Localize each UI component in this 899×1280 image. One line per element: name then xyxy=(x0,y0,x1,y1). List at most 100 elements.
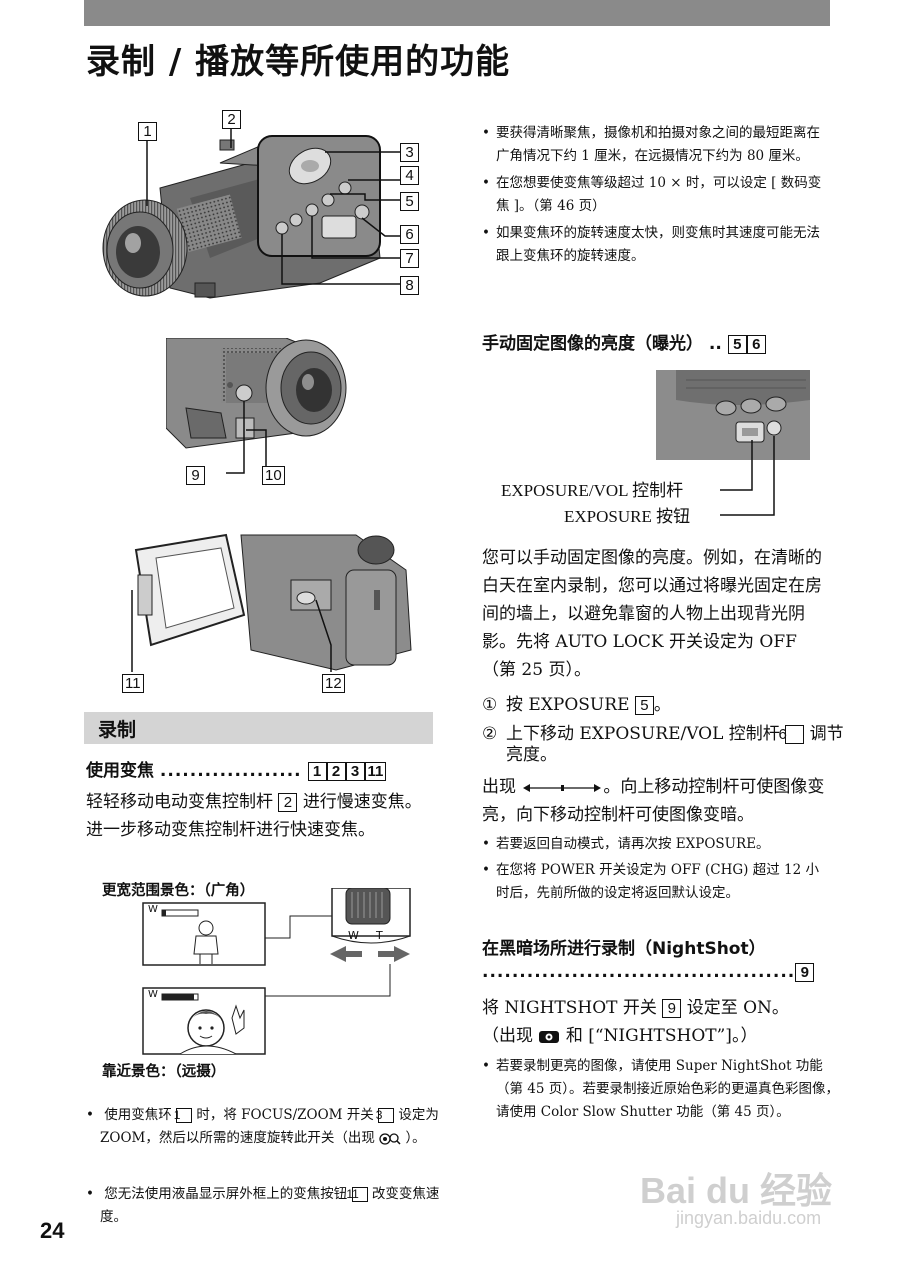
nightshot-dots: ........................................… xyxy=(482,962,796,982)
focus-zoom-ring-icon xyxy=(379,1132,401,1145)
zoom-bullet2-ref: 11 xyxy=(346,1187,368,1202)
section-bar-record: 录制 xyxy=(84,712,433,744)
exposure-button-label: EXPOSURE 按钮 xyxy=(564,507,691,526)
nightshot-ref: 9 xyxy=(795,962,815,982)
right-bullet-2: 在您想要使变焦等级超过 10 × 时，可以设定 [ 数码变焦 ]。（第 46 页… xyxy=(482,172,830,218)
zoom-bullet2-a: 您无法使用液晶显示屏外框上的变焦按钮 xyxy=(104,1186,348,1202)
zoom-bullet2-b: 改变变焦速度。 xyxy=(100,1186,440,1225)
zoom-bullet1-d: ）。 xyxy=(405,1130,426,1146)
zoom-ref-2: 2 xyxy=(326,761,346,781)
wide-w-label: W xyxy=(148,904,158,915)
callout-2: 2 xyxy=(222,110,241,129)
appear-prefix: 出现 xyxy=(482,777,516,797)
callout-9: 9 xyxy=(186,466,205,485)
zoom-para-text-a: 轻轻移动电动变焦控制杆 xyxy=(86,792,273,812)
step2-text: 上下移动 EXPOSURE/VOL 控制杆 xyxy=(506,724,780,744)
figure3-leader-lines xyxy=(131,590,332,672)
figure-camcorder-lcd xyxy=(126,530,422,680)
nightshot-line1-a: 将 NIGHTSHOT 开关 xyxy=(482,998,657,1018)
callout-1: 1 xyxy=(138,122,157,141)
exposure-bullet-1: 若要返回自动模式，请再次按 EXPOSURE。 xyxy=(482,833,830,856)
callout-8: 8 xyxy=(400,276,419,295)
step2-tail: 调节亮度。 xyxy=(506,724,844,765)
page-title: 录制 / 播放等所使用的功能 xyxy=(86,42,511,82)
right-bullet-1: 要获得清晰聚焦，摄像机和拍摄对象之间的最短距离在广角情况下约 1 厘米，在远摄情… xyxy=(482,122,830,168)
exposure-ref-6: 6 xyxy=(746,334,766,354)
zoom-para-ref: 2 xyxy=(278,793,298,812)
camcorder-front-illustration xyxy=(102,135,381,299)
callout-6: 6 xyxy=(400,225,419,244)
figure2-leader-lines xyxy=(226,401,267,474)
zoom-diagram-graphic xyxy=(142,887,411,1055)
zoom-bullet1-ref1: 1 xyxy=(174,1108,193,1123)
figure-camcorder-front xyxy=(100,108,430,308)
callout-12: 12 xyxy=(322,674,345,693)
zoom-para-text-b: 进行慢速变焦。进一步移动变焦控制杆进行快速变焦。 xyxy=(86,792,422,840)
step2-ref: 6 xyxy=(779,725,805,744)
nightshot-line2-b: 和 [“NIGHTSHOT”]。） xyxy=(565,1026,758,1046)
step2-number: ② xyxy=(482,724,498,744)
right-top-bullets: 要获得清晰聚焦，摄像机和拍摄对象之间的最短距离在广角情况下约 1 厘米，在远摄情… xyxy=(482,122,830,268)
step1-text: 按 EXPOSURE xyxy=(506,695,630,715)
callout-4: 4 xyxy=(400,166,419,185)
nightshot-line1-b: 设定至 ON。 xyxy=(686,998,789,1018)
tele-w-label: W xyxy=(148,989,158,1000)
step1-end: 。 xyxy=(653,695,671,715)
nightshot-dots-row: ........................................… xyxy=(482,962,815,982)
step1-number: ① xyxy=(482,695,498,715)
exposure-step-2: ② 上下移动 EXPOSURE/VOL 控制杆 6 调节亮度。 xyxy=(482,724,854,766)
exposure-heading-text: 手动固定图像的亮度（曝光） xyxy=(482,334,703,354)
zoom-bullet-1: 使用变焦环 1 时，将 FOCUS/ZOOM 开关 3 设定为 ZOOM，然后以… xyxy=(86,1104,448,1150)
exposure-step-1: ① 按 EXPOSURE 5。 xyxy=(482,691,830,719)
baidu-watermark-url: jingyan.baidu.com xyxy=(676,1208,822,1228)
zoom-bullet1-a: 使用变焦环 xyxy=(104,1107,172,1123)
lever-t-label: T xyxy=(376,929,383,942)
zoom-ref-3: 3 xyxy=(345,761,365,781)
baidu-watermark-logo: Bai du 经验 xyxy=(640,1170,833,1211)
zoom-ref-1: 1 xyxy=(307,761,327,781)
section-title-record: 录制 xyxy=(98,719,137,741)
callout-3: 3 xyxy=(400,143,419,162)
lever-w-label: W xyxy=(348,929,359,942)
figure1-leader-lines xyxy=(146,128,400,285)
camcorder-lcd-illustration xyxy=(134,533,412,671)
exposure-controls-illustration xyxy=(653,370,810,516)
exposure-lever-label: EXPOSURE/VOL 控制杆 xyxy=(501,481,684,500)
exposure-figure xyxy=(653,370,830,530)
callout-11: 11 xyxy=(122,674,144,693)
nightshot-bullet: 若要录制更亮的图像，请使用 Super NightShot 功能（第 45 页）… xyxy=(482,1055,844,1124)
zoom-ref-11: 11 xyxy=(364,761,387,781)
tele-label: 靠近景色：（远摄） xyxy=(102,1064,226,1080)
exposure-bullets: 若要返回自动模式，请再次按 EXPOSURE。 在您将 POWER 开关设定为 … xyxy=(482,833,830,905)
zoom-diagram xyxy=(140,887,430,1058)
zoom-bullet1-c: 设定为 ZOOM，然后以所需的速度旋转此开关（出现 xyxy=(100,1107,439,1146)
exposure-ref-5: 5 xyxy=(727,334,747,354)
exposure-heading-dots: .. xyxy=(708,334,722,354)
zoom-bullet-2: 您无法使用液晶显示屏外框上的变焦按钮 11 改变变焦速度。 xyxy=(86,1183,448,1229)
exposure-bullet-2: 在您将 POWER 开关设定为 OFF (CHG) 超过 12 小时后，先前所做… xyxy=(482,859,830,905)
exposure-intro: 您可以手动固定图像的亮度。例如，在清晰的白天在室内录制，您可以通过将曝光固定在房… xyxy=(482,548,822,680)
appear-text: 。向上移动控制杆可使图像变亮，向下移动控制杆可使图像变暗。 xyxy=(482,777,825,825)
nightshot-heading: 在黑暗场所进行录制（NightShot） xyxy=(482,939,766,959)
exposure-slider-icon xyxy=(523,783,602,792)
page-number: 24 xyxy=(40,1218,65,1243)
callout-7: 7 xyxy=(400,249,419,268)
header-bar xyxy=(84,0,830,26)
nightshot-icon xyxy=(539,1030,560,1043)
figure-camcorder-side xyxy=(165,337,416,488)
nightshot-paragraph: 将 NIGHTSHOT 开关 9 设定至 ON。 （出现 和 [“NIGHTSH… xyxy=(482,994,830,1050)
zoom-paragraph: 轻轻移动电动变焦控制杆 2 进行慢速变焦。进一步移动变焦控制杆进行快速变焦。 xyxy=(86,788,434,844)
zoom-heading-text: 使用变焦 xyxy=(86,761,154,781)
zoom-bullet1-ref2: 3 xyxy=(376,1108,395,1123)
zoom-heading-dots: ................... xyxy=(159,761,302,781)
exposure-appear: 出现 。向上移动控制杆可使图像变亮，向下移动控制杆可使图像变暗。 xyxy=(482,773,830,829)
camcorder-side-illustration xyxy=(165,337,347,449)
nightshot-line2-a: （出现 xyxy=(482,1026,533,1046)
step1-ref: 5 xyxy=(634,696,654,715)
callout-5: 5 xyxy=(400,192,419,211)
wide-label: 更宽范围景色：（广角） xyxy=(102,883,255,899)
nightshot-line1-ref: 9 xyxy=(662,999,682,1018)
right-bullet-3: 如果变焦环的旋转速度太快，则变焦时其速度可能无法跟上变焦环的旋转速度。 xyxy=(482,222,830,268)
